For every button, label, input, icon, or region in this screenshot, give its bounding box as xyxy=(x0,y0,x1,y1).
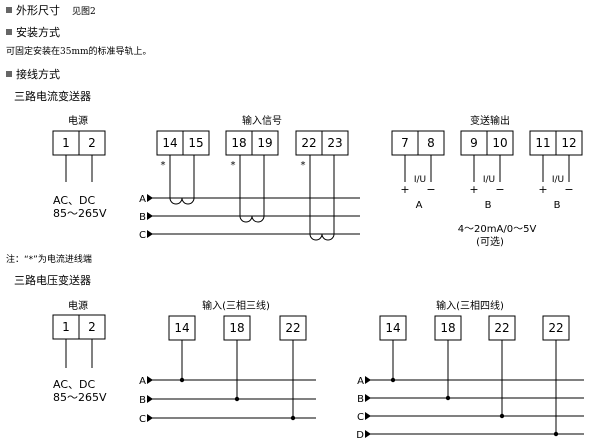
junction-dot-icon xyxy=(499,413,505,419)
arrow-icon xyxy=(365,376,371,384)
output-minus-sign: − xyxy=(426,183,435,196)
voltage-power-label: 电源 xyxy=(68,301,88,312)
terminal-number: 18 xyxy=(231,136,246,150)
terminal-number: 23 xyxy=(327,136,342,150)
terminal-number: 14 xyxy=(174,321,189,335)
arrow-icon xyxy=(147,194,153,202)
terminal-number: 15 xyxy=(188,136,203,150)
voltage-power-spec-1: AC、DC xyxy=(53,378,96,391)
terminal-number: 11 xyxy=(535,136,550,150)
phase-label: B xyxy=(357,394,364,405)
terminal-number: 14 xyxy=(385,321,400,335)
wiring-header: 接线方式 xyxy=(6,66,60,82)
dimensions-title: 外形尺寸 xyxy=(16,4,60,17)
output-phase-label: A xyxy=(416,200,423,211)
current-ct-loop-c xyxy=(309,155,335,241)
phase-label: A xyxy=(357,376,364,387)
terminal-number: 1 xyxy=(62,320,70,334)
phase-label: A xyxy=(139,194,146,205)
output-minus-sign: − xyxy=(495,183,504,196)
terminal-number: 18 xyxy=(229,321,244,335)
voltage-input4-label: 输入(三相四线) xyxy=(436,301,504,312)
dimensions-header: 外形尺寸 见图2 xyxy=(6,2,96,18)
phase-label: D xyxy=(356,430,364,441)
phase-label: C xyxy=(357,412,364,423)
installation-title: 安装方式 xyxy=(16,26,60,39)
junction-dot-icon xyxy=(445,395,451,401)
terminal-number: 7 xyxy=(401,136,409,150)
output-plus-sign: + xyxy=(469,183,478,196)
terminal-number: 10 xyxy=(492,136,507,150)
current-output-optional: (可选) xyxy=(476,237,504,248)
terminal-number: 8 xyxy=(427,136,435,150)
current-ct-loop-b xyxy=(239,155,265,223)
installation-description: 可固定安装在35mm的标准导轨上。 xyxy=(6,47,152,57)
arrow-icon xyxy=(365,394,371,402)
terminal-number: 22 xyxy=(494,321,509,335)
arrow-icon xyxy=(365,430,371,438)
junction-dot-icon xyxy=(553,431,559,437)
output-iu-label: I/U xyxy=(414,175,426,185)
current-power-label: 电源 xyxy=(68,116,88,127)
arrow-icon xyxy=(147,414,153,422)
output-phase-label: B xyxy=(554,200,561,211)
voltage-input3-label: 输入(三相三线) xyxy=(202,301,270,312)
terminal-number: 2 xyxy=(88,136,96,150)
junction-dot-icon xyxy=(179,377,185,383)
terminal-number: 14 xyxy=(162,136,177,150)
terminal-number: 18 xyxy=(440,321,455,335)
output-minus-sign: − xyxy=(564,183,573,196)
current-power-spec-1: AC、DC xyxy=(53,194,96,207)
terminal-number: 9 xyxy=(470,136,478,150)
current-output-range: 4～20mA/0～5V xyxy=(457,224,537,235)
current-power-spec-2: 85～265V xyxy=(53,207,107,220)
output-iu-label: I/U xyxy=(552,175,564,185)
terminal-number: 22 xyxy=(548,321,563,335)
voltage-power-spec-2: 85～265V xyxy=(53,391,107,404)
arrow-icon xyxy=(365,412,371,420)
phase-label: A xyxy=(139,376,146,387)
output-phase-label: B xyxy=(485,200,492,211)
phase-label: C xyxy=(139,414,146,425)
arrow-icon xyxy=(147,376,153,384)
arrow-icon xyxy=(147,230,153,238)
terminal-number: 22 xyxy=(285,321,300,335)
wiring-title: 接线方式 xyxy=(16,68,60,81)
output-plus-sign: + xyxy=(400,183,409,196)
output-iu-label: I/U xyxy=(483,175,495,185)
terminal-number: 19 xyxy=(257,136,272,150)
terminal-number: 12 xyxy=(561,136,576,150)
current-input-star: * xyxy=(301,160,306,171)
phase-label: B xyxy=(139,212,146,223)
dimensions-note: 见图2 xyxy=(72,6,96,17)
terminal-number: 22 xyxy=(301,136,316,150)
junction-dot-icon xyxy=(290,415,296,421)
output-plus-sign: + xyxy=(538,183,547,196)
phase-label: C xyxy=(139,230,146,241)
junction-dot-icon xyxy=(390,377,396,383)
current-output-label: 变送输出 xyxy=(470,116,510,127)
phase-label: B xyxy=(139,395,146,406)
current-ct-loop-a xyxy=(169,155,195,205)
installation-header: 安装方式 xyxy=(6,24,60,40)
voltage-transmitter-title: 三路电压变送器 xyxy=(14,274,91,287)
terminal-number: 2 xyxy=(88,320,96,334)
current-input-star: * xyxy=(161,160,166,171)
current-transmitter-title: 三路电流变送器 xyxy=(14,90,91,103)
square-bullet-icon xyxy=(6,71,12,77)
current-input-star: * xyxy=(231,160,236,171)
terminal-number: 1 xyxy=(62,136,70,150)
current-input-note: 注：“*”为电流进线端 xyxy=(6,255,92,265)
square-bullet-icon xyxy=(6,29,12,35)
square-bullet-icon xyxy=(6,7,12,13)
arrow-icon xyxy=(147,212,153,220)
arrow-icon xyxy=(147,395,153,403)
junction-dot-icon xyxy=(234,396,240,402)
current-input-label: 输入信号 xyxy=(242,116,282,127)
